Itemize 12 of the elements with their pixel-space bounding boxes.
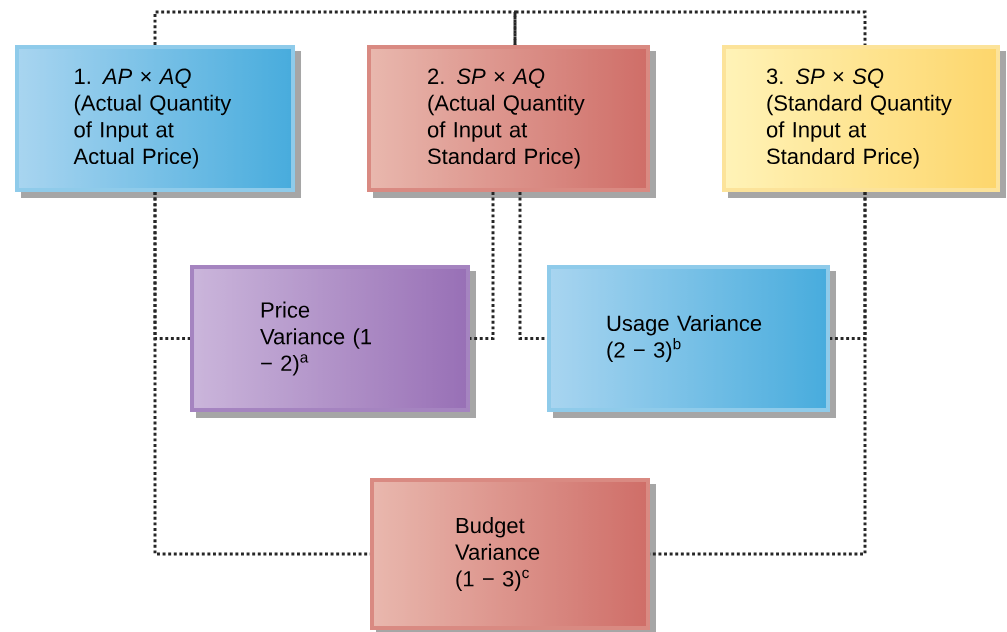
- variance-box: 2. SP × AQ (Actual Quantity of Input at Standard Price): [367, 45, 656, 198]
- dotted-connector: [153, 192, 370, 556]
- dotted-connector: [518, 192, 547, 340]
- variance-box: Budget Variance (1 − 3)$^{c}$: [370, 478, 656, 632]
- dotted-connector: [513, 10, 867, 45]
- variance-box: 3. SP × SQ (Standard Quantity of Input at Standard Price): [722, 45, 1006, 198]
- variance-box: Price Variance (1 − 2)$^{a}$: [190, 265, 476, 418]
- dotted-connector: [650, 192, 867, 556]
- dotted-connector: [470, 192, 495, 340]
- variance-box: Usage Variance (2 − 3)$^{b}$: [547, 265, 836, 418]
- dotted-connector: [153, 10, 517, 45]
- variance-box: 1. AP × AQ (Actual Quantity of Input at Actual Price): [15, 45, 301, 198]
